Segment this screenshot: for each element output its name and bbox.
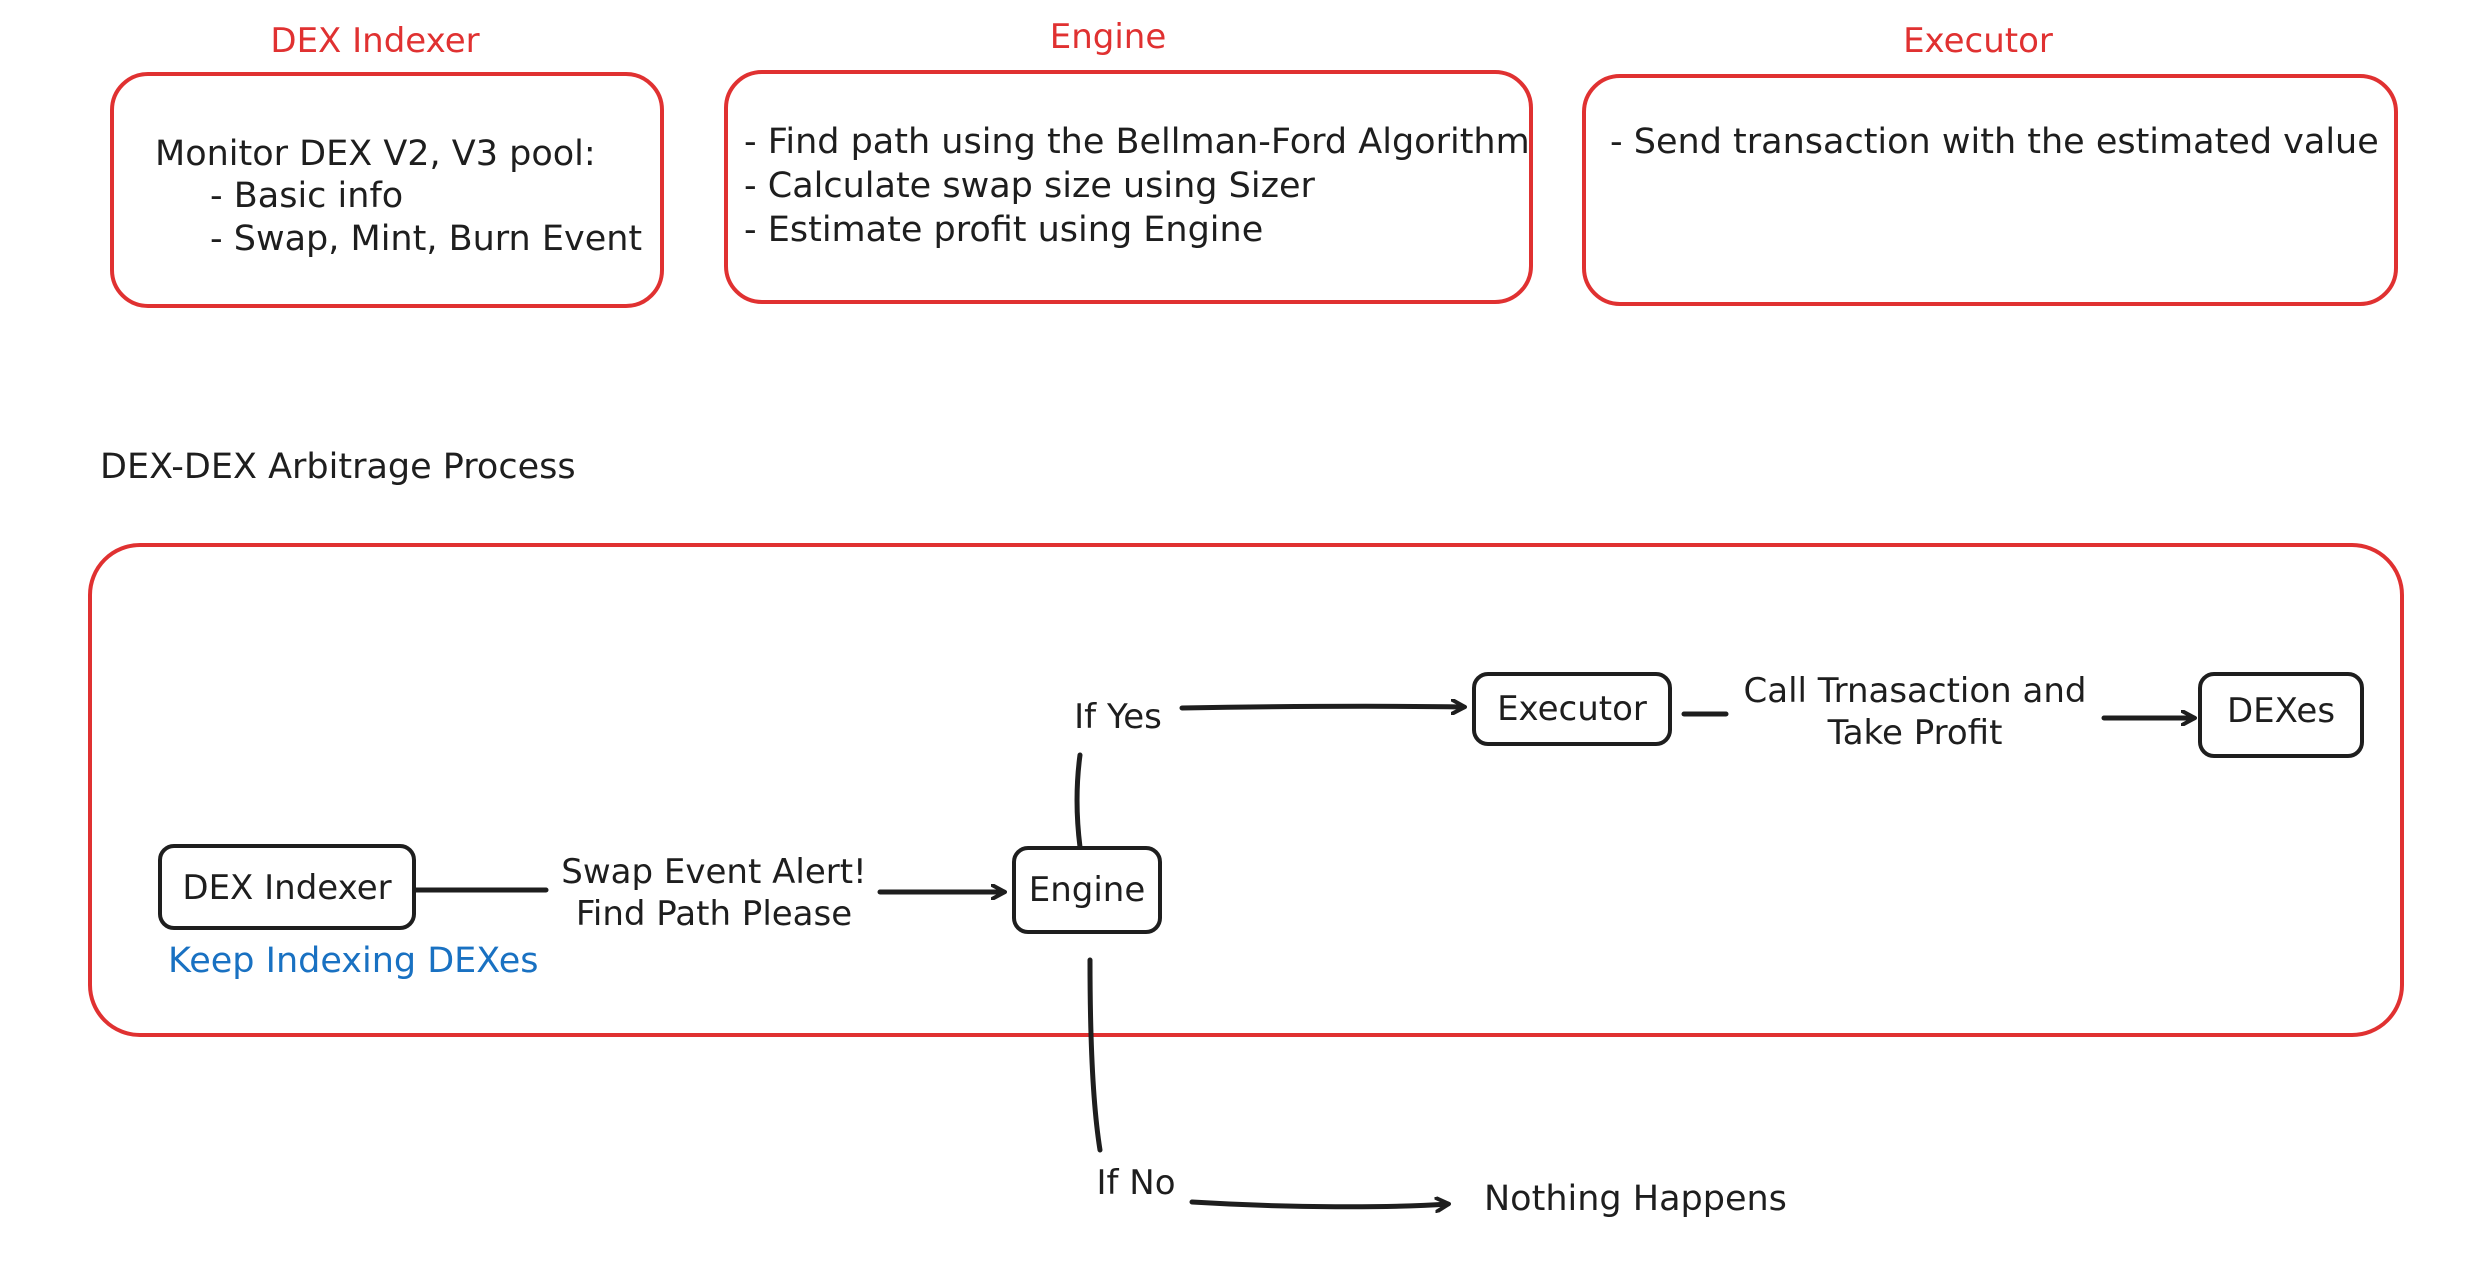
- edge-engine-to-if-yes: [1074, 752, 1083, 850]
- legend-executor: Executor - Send transaction with the est…: [1582, 21, 2398, 306]
- edge-label-swap-alert-line-1: Swap Event Alert!: [561, 852, 866, 892]
- edge-label-call-tx-line-1: Call Trnasaction and: [1744, 671, 2087, 711]
- node-executor-label: Executor: [1497, 689, 1647, 729]
- node-dexes: DEXes: [2198, 672, 2364, 758]
- process-container: [88, 543, 2404, 1037]
- node-executor-box: [1472, 672, 1672, 746]
- legend-indexer-line-2: - Basic info: [210, 176, 403, 216]
- edge-label-call-tx-line-2: Take Profit: [1827, 713, 2003, 753]
- node-engine-box: [1012, 846, 1162, 934]
- legend-indexer-title: DEX Indexer: [270, 21, 479, 61]
- legend-engine-line-2: - Calculate swap size using Sizer: [744, 166, 1315, 206]
- legend-executor-box: [1582, 74, 2398, 306]
- edge-if-yes-to-executor: [1179, 706, 1464, 708]
- edge-label-if-no: If No: [1096, 1163, 1175, 1203]
- node-dex-indexer: DEX Indexer: [158, 844, 416, 930]
- node-dexes-box: [2198, 672, 2364, 758]
- edge-label-swap-alert-line-2: Find Path Please: [576, 894, 852, 934]
- edge-engine-to-if-no: [1087, 957, 1103, 1153]
- legend-indexer-box: [110, 72, 664, 308]
- node-executor: Executor: [1472, 672, 1672, 746]
- legend-executor-line-1: - Send transaction with the estimated va…: [1610, 122, 2379, 162]
- legend-engine-line-3: - Estimate profit using Engine: [744, 210, 1263, 250]
- legend-indexer: DEX Indexer Monitor DEX V2, V3 pool: - B…: [110, 21, 664, 308]
- note-nothing-happens: Nothing Happens: [1484, 1179, 1787, 1219]
- legend-engine-line-1: - Find path using the Bellman-Ford Algor…: [744, 122, 1530, 162]
- edge-label-if-yes: If Yes: [1074, 697, 1162, 737]
- node-dex-indexer-box: [158, 844, 416, 930]
- edge-if-no-to-nothing: [1189, 1202, 1448, 1207]
- node-dexes-label: DEXes: [2227, 691, 2335, 731]
- legend-executor-title: Executor: [1903, 21, 2053, 61]
- legend-indexer-line-1: Monitor DEX V2, V3 pool:: [155, 134, 596, 174]
- node-dex-indexer-label: DEX Indexer: [182, 868, 391, 908]
- legend-engine-box: [724, 70, 1533, 304]
- process-title: DEX-DEX Arbitrage Process: [100, 447, 576, 487]
- node-engine-label: Engine: [1029, 870, 1146, 910]
- note-keep-indexing: Keep Indexing DEXes: [168, 941, 538, 981]
- node-engine: Engine: [1012, 846, 1162, 934]
- edges: [413, 706, 2194, 1207]
- legend-indexer-line-3: - Swap, Mint, Burn Event: [210, 219, 642, 259]
- legend-engine: Engine - Find path using the Bellman-For…: [724, 17, 1533, 304]
- legend-engine-title: Engine: [1050, 17, 1167, 57]
